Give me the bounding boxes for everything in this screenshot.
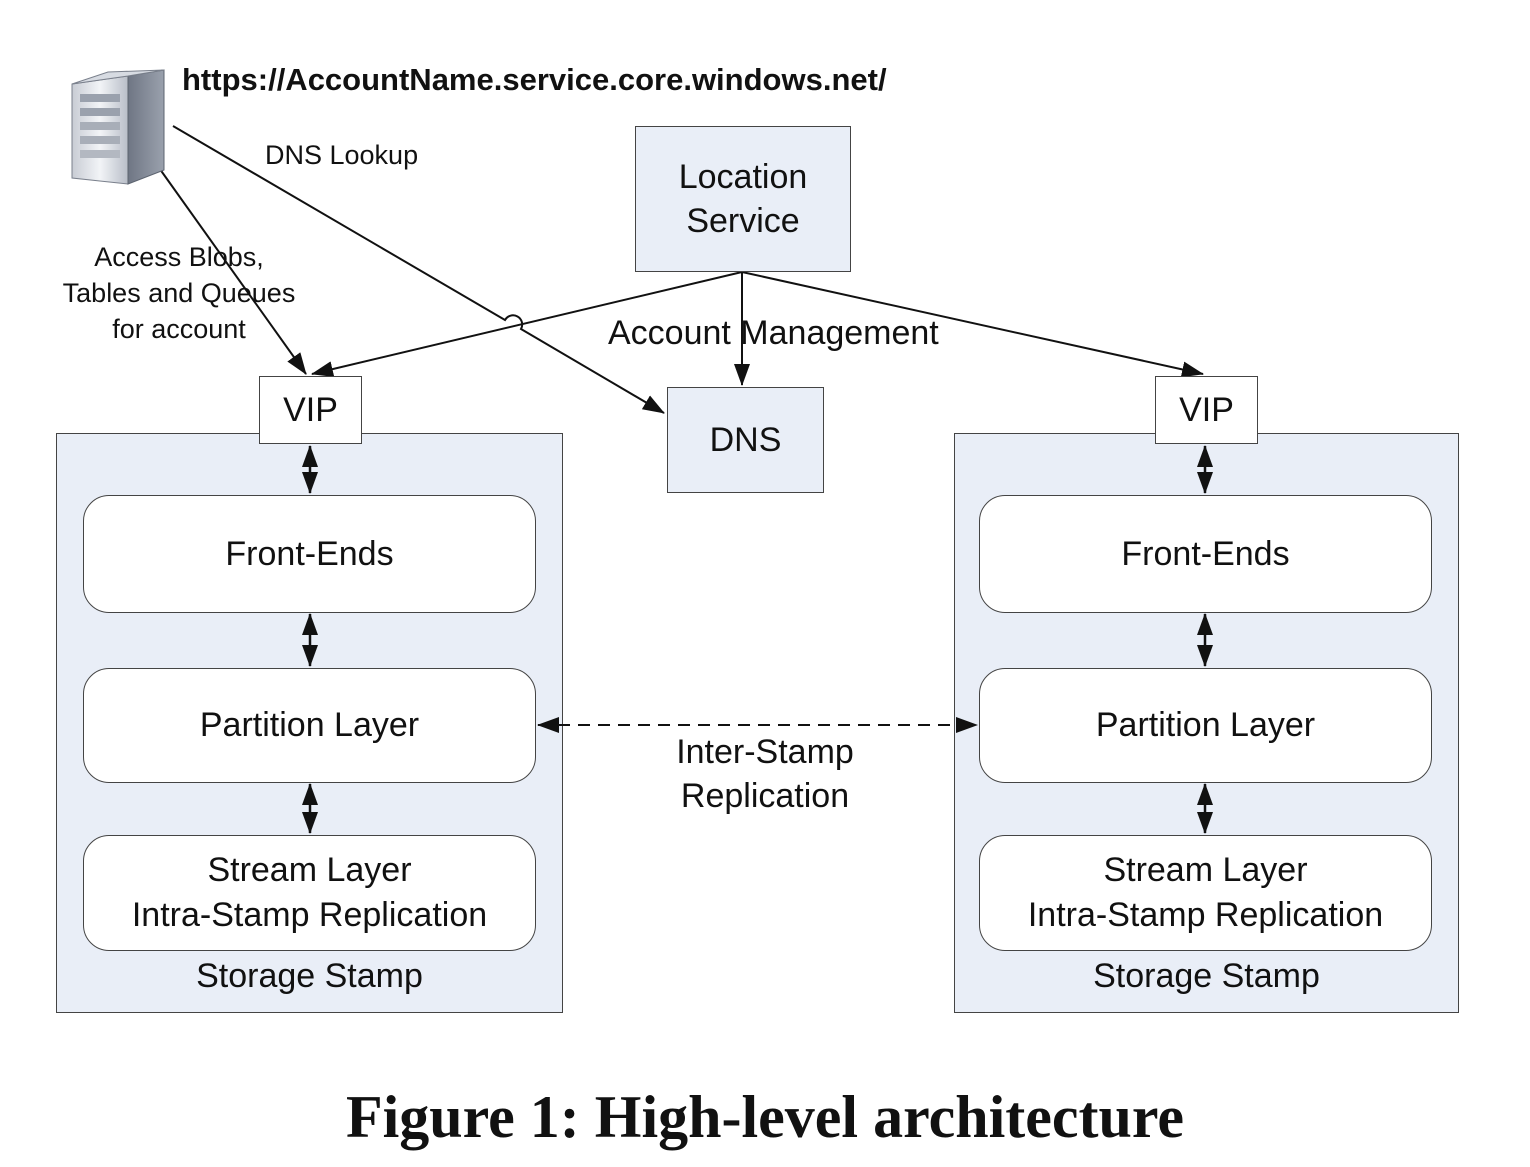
- inter-stamp-line2: Replication: [680, 777, 850, 815]
- access-label: Access Blobs, Tables and Queues for acco…: [44, 239, 314, 347]
- location-service-line1: Location: [678, 158, 808, 196]
- partition-layer-right: Partition Layer: [979, 668, 1432, 783]
- access-arrow: [151, 157, 307, 375]
- access-label-line3: for account: [112, 314, 246, 344]
- dns-lookup-label: DNS Lookup: [265, 140, 419, 170]
- account-management-label: Account Management: [608, 314, 939, 352]
- dns-lookup-arrow: [172, 125, 665, 414]
- stream-layer-right-line1: Stream Layer: [1103, 851, 1308, 889]
- figure-caption: Figure 1: High-level architecture: [345, 1084, 1185, 1150]
- account-url: https://AccountName.service.core.windows…: [182, 62, 887, 97]
- server-tower-icon: [71, 69, 165, 185]
- access-label-line1: Access Blobs,: [94, 242, 264, 272]
- location-to-right-vip-arrow: [741, 271, 1204, 378]
- stream-layer-right-line2: Intra-Stamp Replication: [1027, 896, 1384, 934]
- inter-stamp-replication-label: Inter-Stamp Replication: [640, 730, 890, 818]
- inter-stamp-line1: Inter-Stamp: [676, 733, 854, 771]
- stream-layer-left-line1: Stream Layer: [207, 851, 412, 889]
- location-service-box: Location Service: [635, 126, 851, 272]
- stream-layer-left-line2: Intra-Stamp Replication: [131, 896, 488, 934]
- vip-box-right: VIP: [1155, 376, 1258, 444]
- storage-stamp-left-label: Storage Stamp: [196, 957, 423, 995]
- vip-box-left: VIP: [259, 376, 362, 444]
- front-ends-left: Front-Ends: [83, 495, 536, 613]
- stream-layer-right: Stream Layer Intra-Stamp Replication: [979, 835, 1432, 951]
- access-label-line2: Tables and Queues: [62, 278, 296, 308]
- storage-stamp-right-label: Storage Stamp: [1093, 957, 1320, 995]
- location-service-line2: Service: [686, 202, 800, 240]
- stream-layer-left: Stream Layer Intra-Stamp Replication: [83, 835, 536, 951]
- front-ends-right: Front-Ends: [979, 495, 1432, 613]
- partition-layer-left: Partition Layer: [83, 668, 536, 783]
- dns-box: DNS: [667, 387, 824, 493]
- location-to-left-vip-arrow: [311, 271, 743, 377]
